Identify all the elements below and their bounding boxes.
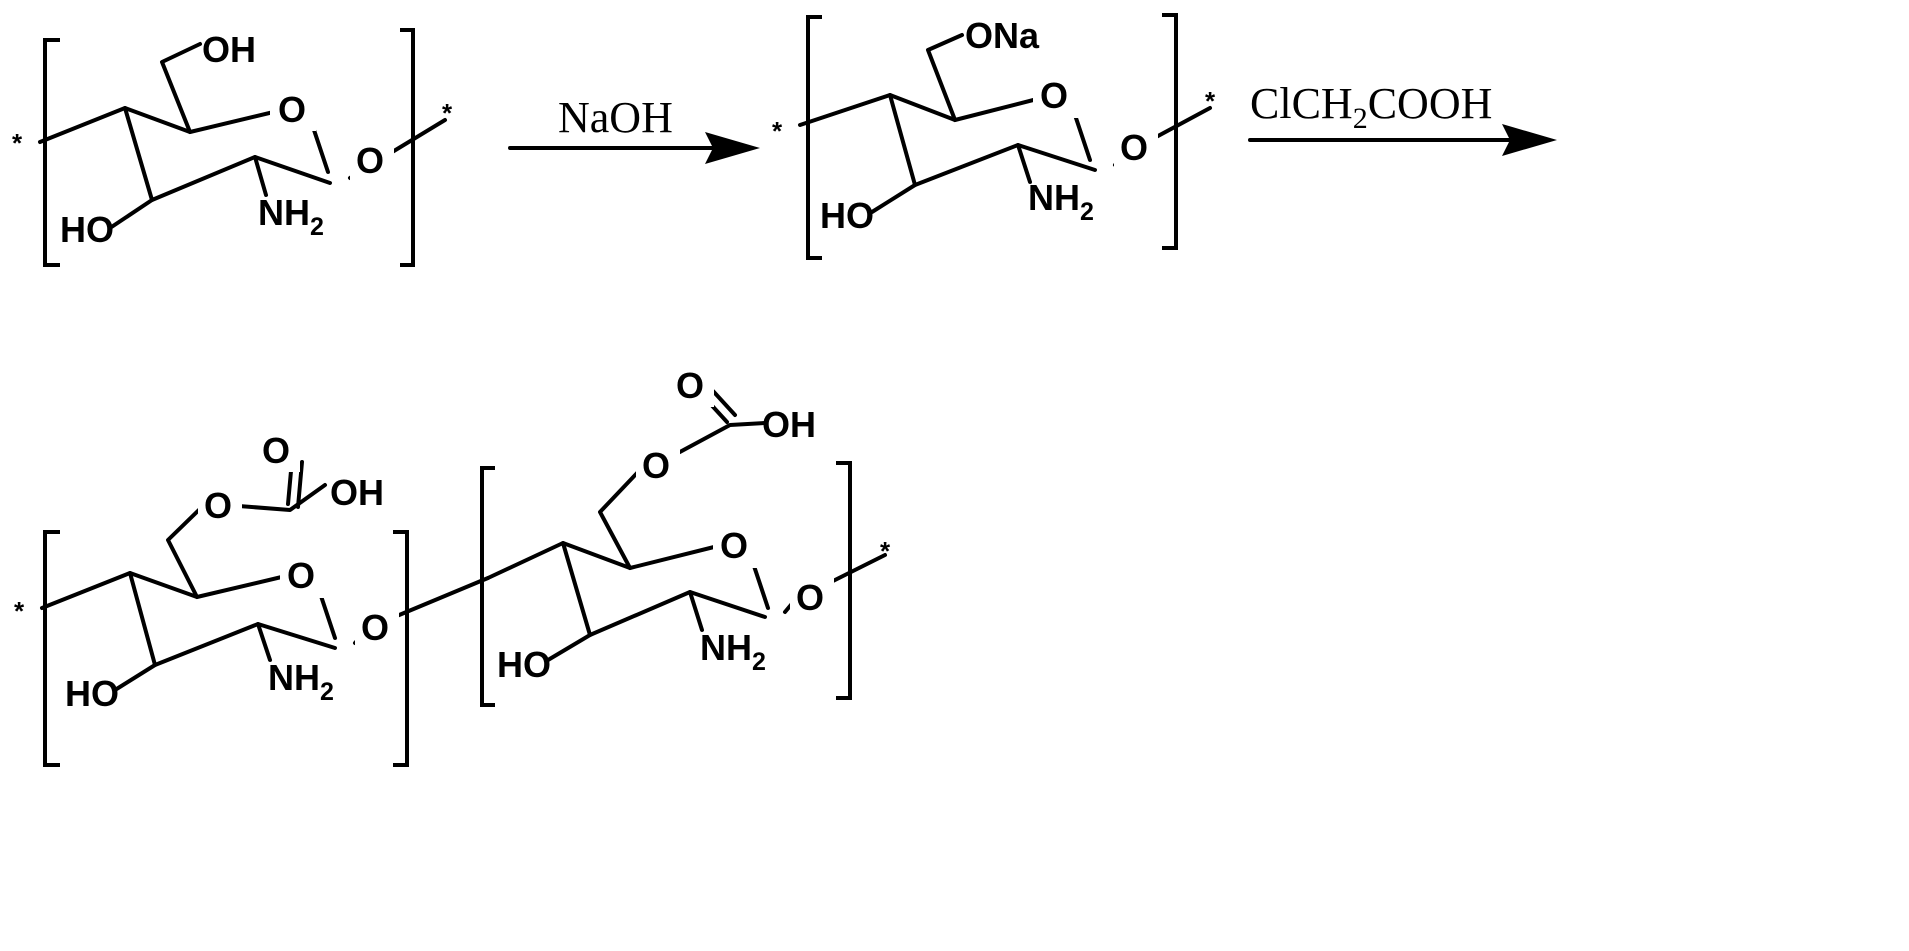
left-bracket	[43, 530, 60, 767]
right-bracket	[836, 461, 852, 700]
carboxymethyl-chitosan-product: O O O O OH HO NH2 *	[14, 363, 891, 767]
left-bracket	[806, 15, 822, 260]
hydroxyl-label: HO	[65, 673, 119, 714]
product-left-unit: O O O O OH HO NH2 *	[14, 428, 490, 767]
glycosidic-oxygen-label: O	[796, 577, 824, 618]
right-bracket	[400, 28, 415, 267]
reagent-chloroacetic-acid: ClCH2COOH	[1250, 79, 1492, 135]
reaction-arrow-2: ClCH2COOH	[1248, 79, 1557, 156]
hydroxyl-label: HO	[60, 209, 114, 250]
hydroxyl-label: HO	[497, 644, 551, 685]
chitosan-unit: O O OH HO NH2 * *	[12, 28, 453, 267]
ring-bonds	[40, 458, 490, 692]
ring-bonds	[38, 42, 447, 230]
carboxyl-hydroxyl-label: OH	[762, 404, 816, 445]
sodium-alkoxide-unit: O O ONa HO NH2 * *	[772, 13, 1216, 260]
ether-oxygen-label: O	[204, 485, 232, 526]
left-bracket	[480, 466, 495, 707]
ring-bonds	[798, 33, 1212, 214]
chain-end-marker: *	[880, 536, 891, 566]
alkoxide-label: ONa	[965, 15, 1040, 56]
right-bracket	[393, 530, 409, 767]
hydroxyl-label: OH	[202, 29, 256, 70]
reaction-arrow-1: NaOH	[508, 93, 760, 164]
amino-label: NH2	[1028, 177, 1094, 226]
carboxyl-hydroxyl-label: OH	[330, 472, 384, 513]
ring-oxygen-label: O	[287, 555, 315, 596]
chain-end-marker: *	[12, 128, 23, 158]
amino-label: NH2	[258, 192, 324, 241]
ring-oxygen-label: O	[1040, 75, 1068, 116]
glycosidic-oxygen-label: O	[1120, 127, 1148, 168]
carbonyl-oxygen-label: O	[676, 365, 704, 406]
arrow-head	[705, 132, 760, 164]
glycosidic-oxygen-label: O	[356, 140, 384, 181]
chain-end-marker: *	[1205, 86, 1216, 116]
ring-bonds	[486, 389, 887, 662]
arrow-head	[1502, 124, 1557, 156]
hydroxyl-label: HO	[820, 195, 874, 236]
left-bracket	[43, 38, 60, 267]
ring-oxygen-label: O	[720, 525, 748, 566]
chain-end-marker: *	[772, 116, 783, 146]
amino-label: NH2	[700, 627, 766, 676]
right-bracket	[1162, 13, 1178, 250]
ring-oxygen-label: O	[278, 89, 306, 130]
ether-oxygen-label: O	[642, 445, 670, 486]
reagent-naoh: NaOH	[558, 93, 673, 142]
glycosidic-oxygen-label: O	[361, 607, 389, 648]
carbonyl-oxygen-label: O	[262, 430, 290, 471]
product-right-unit: O O O O OH HO NH2 *	[480, 363, 891, 707]
amino-label: NH2	[268, 657, 334, 706]
chain-end-marker: *	[442, 98, 453, 128]
chain-end-marker: *	[14, 596, 25, 626]
